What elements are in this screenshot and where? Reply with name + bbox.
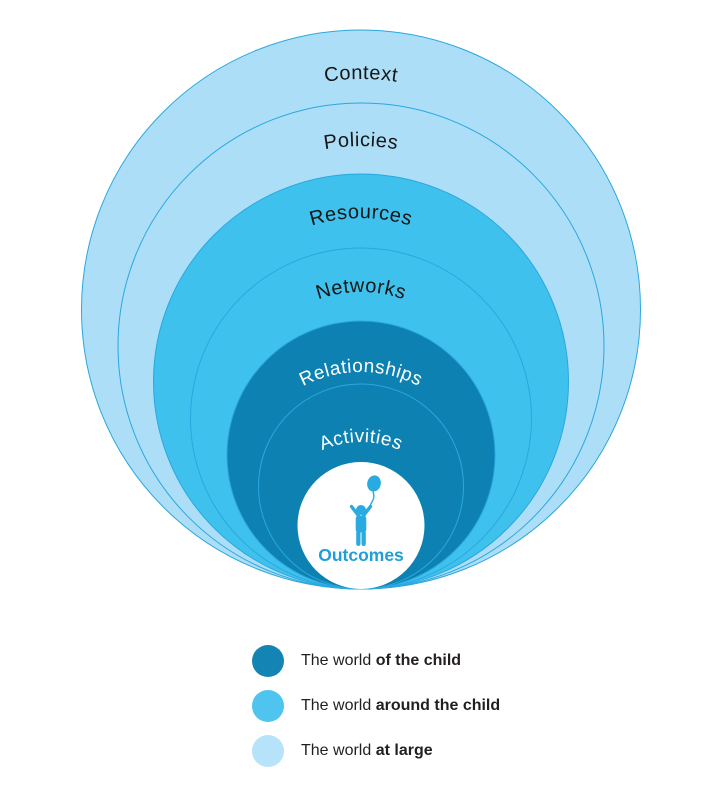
legend-label-bold: of the child [375,652,462,669]
legend-label: The world around the child [301,697,500,715]
child-left-leg [356,530,361,546]
outcomes-label: Outcomes [318,545,404,565]
legend-swatch-medium-blue [252,690,284,722]
legend-item-world-at-large: The world at large [252,735,500,767]
legend-label: The world at large [301,742,433,760]
child-right-arm [362,504,373,517]
ring-label-policies-text: Policies [322,129,399,154]
ring-label-context-text: Context [323,62,399,87]
legend: The world of the child The world around … [252,645,500,767]
legend-label: The world of the child [301,652,461,670]
nested-circles-diagram: Context Policies Resources Networks Rela… [81,29,641,590]
legend-label-prefix: The world [301,742,376,759]
child-with-balloon-icon [349,475,381,546]
legend-swatch-dark-blue [252,645,284,677]
child-left-arm [349,504,360,517]
child-torso [355,515,367,533]
legend-label-prefix: The world [301,697,376,714]
child-head [356,505,366,515]
legend-label-prefix: The world [301,652,376,669]
legend-item-world-around-the-child: The world around the child [252,690,500,722]
legend-swatch-light-blue [252,735,284,767]
ring-label-policies: Policies [322,129,400,154]
ring-label-context: Context [323,62,400,87]
legend-label-bold: at large [375,742,433,759]
legend-label-bold: around the child [375,697,501,714]
child-right-leg [361,530,366,546]
legend-item-world-of-the-child: The world of the child [252,645,500,677]
balloon-icon [367,475,381,492]
